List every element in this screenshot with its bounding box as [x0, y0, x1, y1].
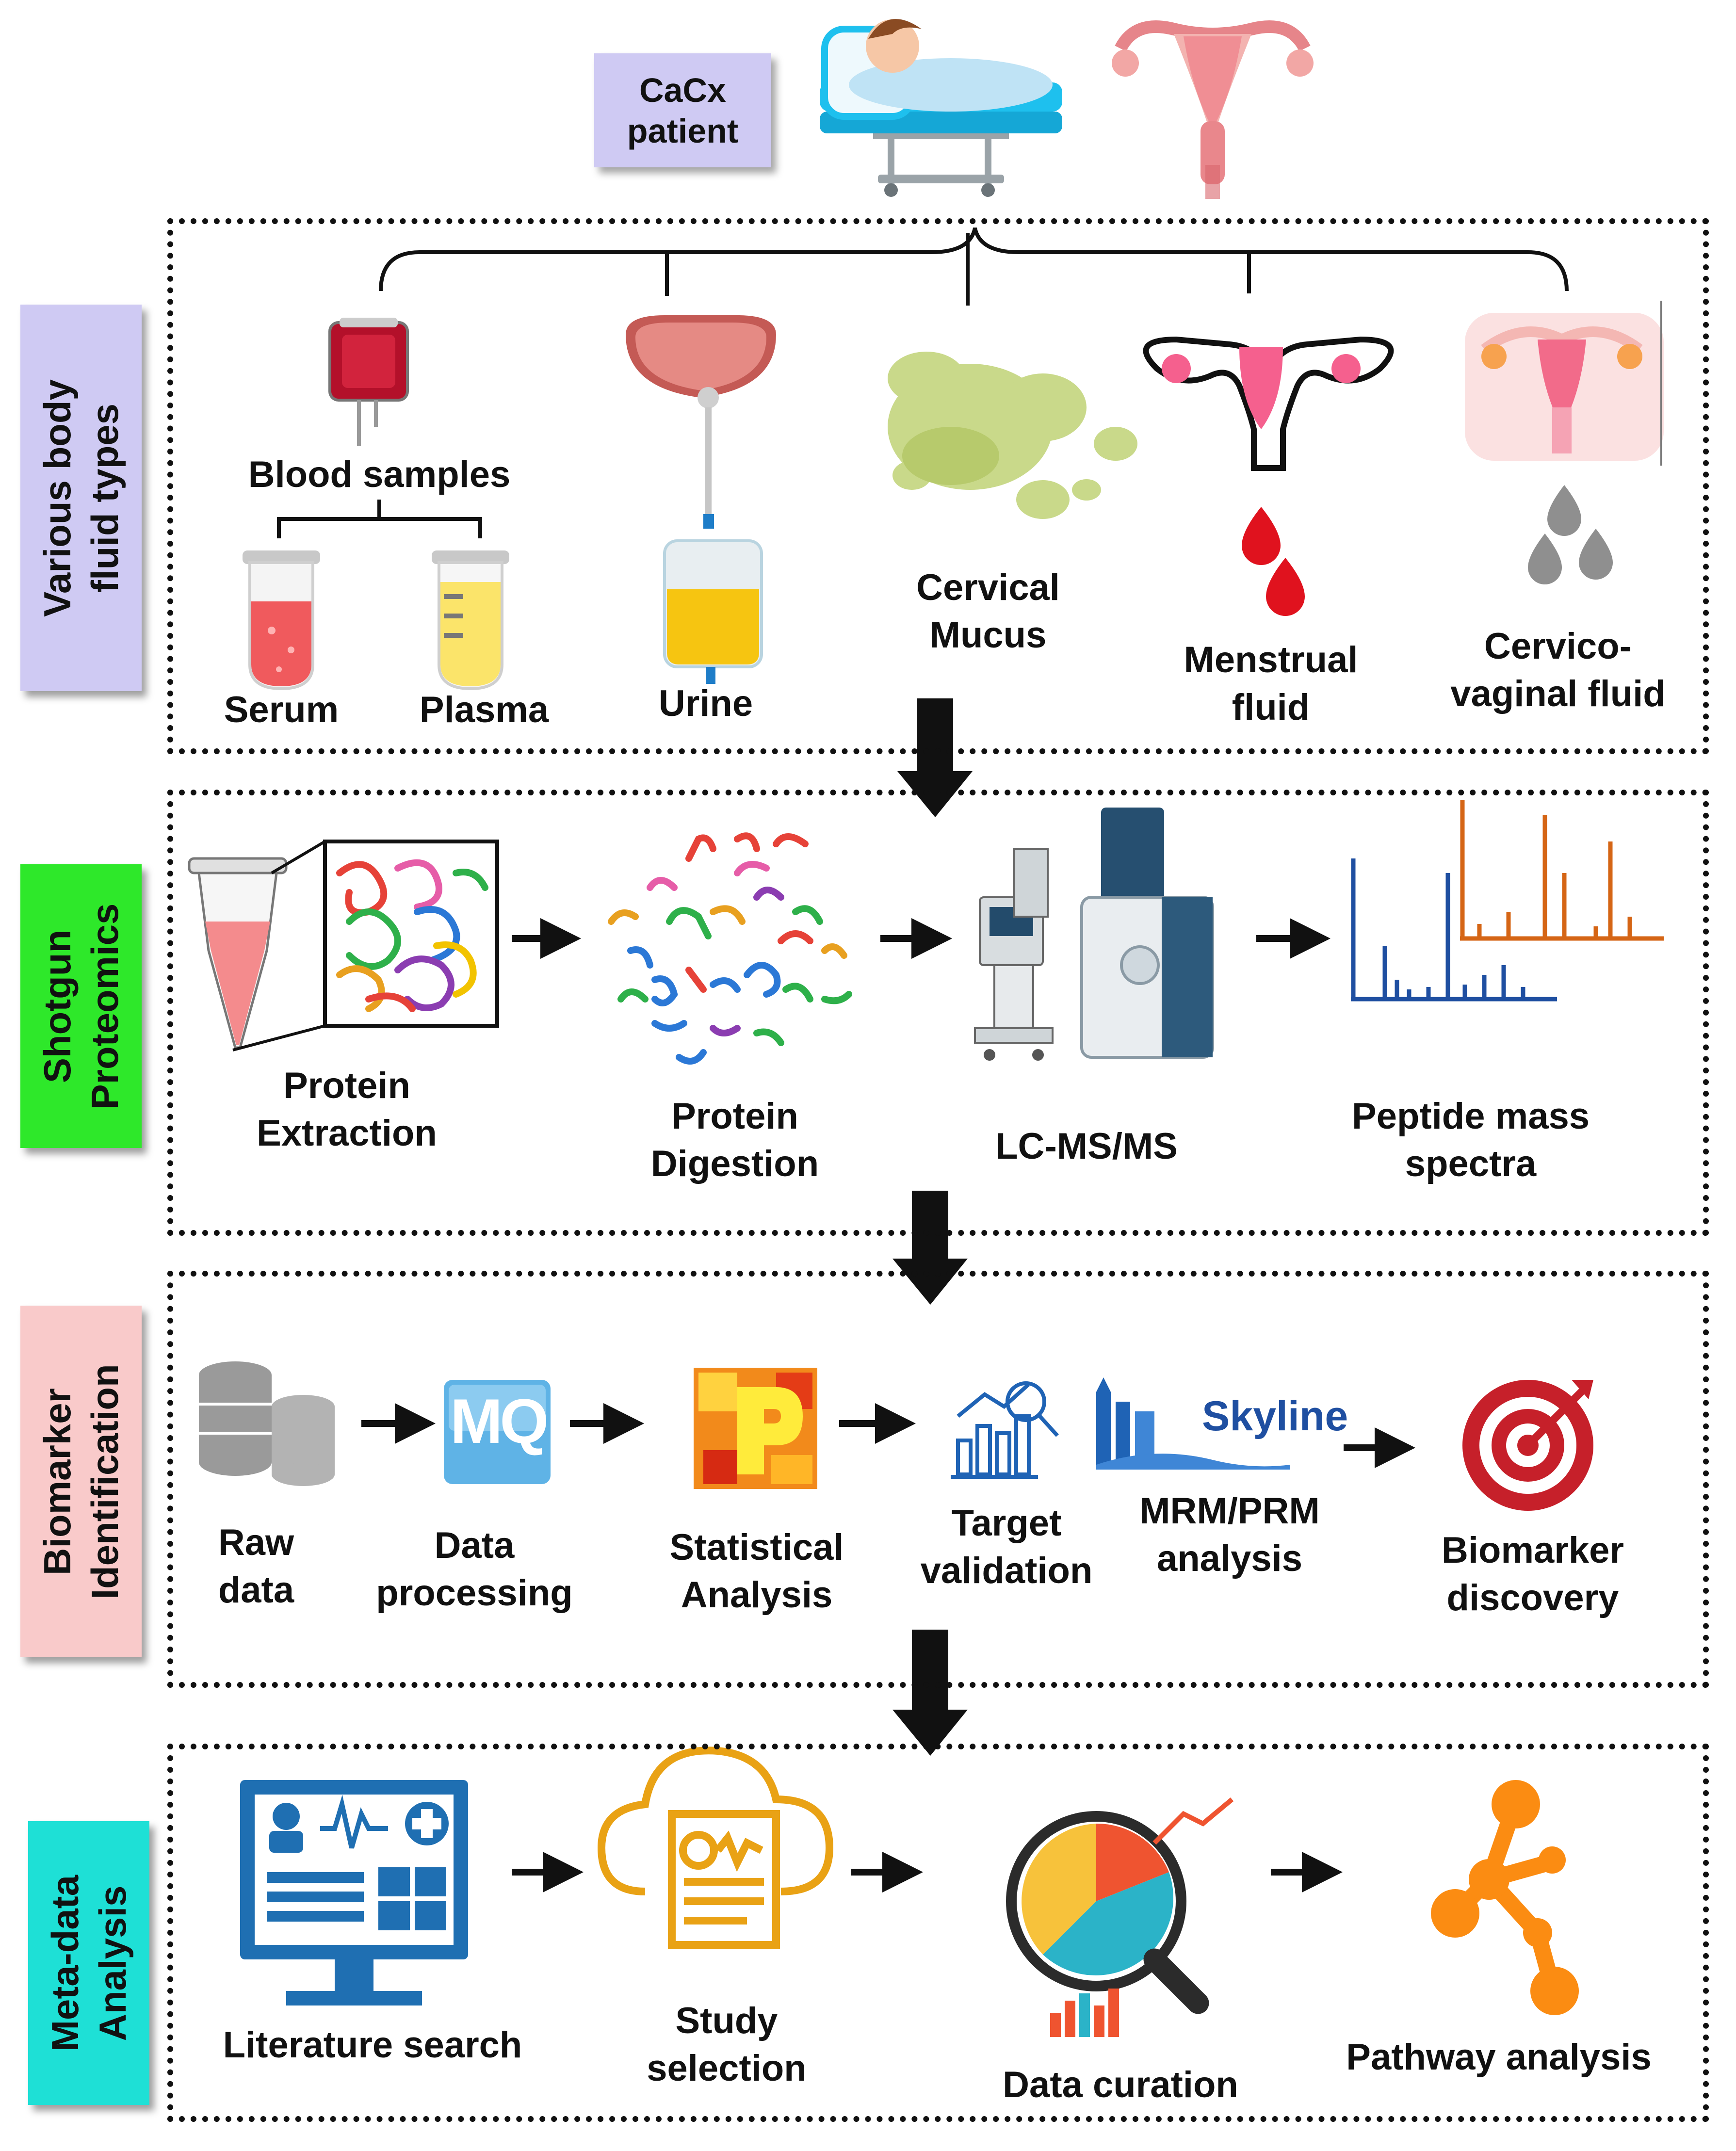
- peptide-mass-spectra-label: Peptide mass spectra: [1352, 1096, 1590, 1184]
- cervicovaginal-fluid-label: Cervico- vaginal fluid: [1450, 626, 1666, 714]
- biomarker-section-label: Biomarker Identification: [20, 1306, 142, 1657]
- perseus-logo-icon: [694, 1368, 817, 1489]
- maxquant-logo-icon: [444, 1380, 551, 1484]
- biomarker-panel: [167, 1271, 1709, 1688]
- meta-section-label: Meta-data Analysis: [28, 1821, 149, 2105]
- serum-label: Serum: [224, 689, 339, 730]
- biomarker-title-line2: Identification: [83, 1363, 126, 1600]
- shotgun-section-label: Shotgun Proteomics: [20, 864, 142, 1148]
- blood-samples-label: Blood samples: [248, 454, 511, 495]
- shotgun-title-line1: Shotgun: [36, 929, 79, 1083]
- body-fluids-panel: [167, 218, 1709, 754]
- plasma-tube-icon: [432, 550, 509, 691]
- fluid-brace: [379, 227, 1569, 306]
- menstrual-fluid-label: Menstrual fluid: [1184, 639, 1358, 728]
- meta-title-line2: Analysis: [91, 1885, 134, 2041]
- raw-data-label: Raw data: [218, 1522, 294, 1611]
- literature-search-label: Literature search: [223, 2024, 522, 2066]
- biomarker-step-arrows: [361, 1403, 1415, 1468]
- body-fluids-title-line2: fluid types: [83, 403, 126, 593]
- lcms-instrument-icon: [974, 808, 1214, 1061]
- maxquant-logo-text: MQ: [450, 1386, 549, 1456]
- protein-extraction-label: Protein Extraction: [257, 1065, 437, 1154]
- statistical-analysis-label: Statistical Analysis: [669, 1527, 844, 1616]
- bullseye-icon: [1462, 1380, 1593, 1511]
- patient-bed-icon: [820, 19, 1062, 197]
- cervicovaginal-icon: [1465, 301, 1664, 584]
- body-fluids-section-label: Various body fluid types: [20, 305, 142, 691]
- database-icon: [199, 1361, 335, 1486]
- skyline-logo-text: Skyline: [1202, 1393, 1348, 1439]
- body-fluids-title-line1: Various body: [36, 379, 79, 617]
- tube-eppendorf-icon: [188, 840, 499, 1051]
- patient-label-line1: CaCx: [639, 71, 726, 109]
- target-validation-icon: [951, 1381, 1059, 1479]
- skyline-logo-icon: [1096, 1377, 1290, 1470]
- study-selection-label: Study selection: [647, 2000, 807, 2089]
- data-processing-label: Data processing: [376, 1525, 573, 1614]
- data-curation-label: Data curation: [1003, 2064, 1238, 2105]
- pathway-analysis-label: Pathway analysis: [1346, 2037, 1652, 2078]
- cloud-document-icon: [597, 1747, 834, 1949]
- patient-label-box: CaCx patient: [594, 53, 771, 167]
- urine-label: Urine: [658, 683, 753, 724]
- pathway-network-icon: [1431, 1780, 1579, 2015]
- data-curation-icon: [1006, 1797, 1234, 2037]
- protein-digestion-label: Protein Digestion: [650, 1096, 819, 1184]
- menstrual-icon: [1143, 336, 1394, 616]
- uterus-icon: [1112, 20, 1314, 199]
- biomarker-discovery-label: Biomarker discovery: [1442, 1530, 1624, 1618]
- meta-title-line1: Meta-data: [44, 1875, 86, 2052]
- shotgun-title-line2: Proteomics: [83, 903, 126, 1109]
- urine-bag-icon: [626, 315, 776, 684]
- target-validation-label: Target validation: [920, 1503, 1093, 1591]
- computer-monitor-icon: [240, 1780, 468, 2005]
- meta-data-panel: [167, 1744, 1709, 2122]
- serum-tube-icon: [243, 550, 320, 691]
- biomarker-title-line1: Biomarker: [36, 1388, 79, 1575]
- mass-spectra-icon: [1351, 800, 1664, 1002]
- cervical-mucus-label: Cervical Mucus: [916, 567, 1060, 656]
- patient-label-line2: patient: [627, 112, 739, 150]
- peptide-fragments-icon: [608, 832, 852, 1065]
- shotgun-proteomics-panel: [167, 790, 1709, 1236]
- blood-brace: [277, 500, 482, 538]
- cervical-mucus-icon: [888, 352, 1137, 519]
- plasma-label: Plasma: [419, 689, 549, 730]
- mrm-prm-analysis-label: MRM/PRM analysis: [1139, 1490, 1320, 1579]
- lcms-label: LC-MS/MS: [995, 1126, 1178, 1167]
- blood-bag-icon: [328, 318, 409, 446]
